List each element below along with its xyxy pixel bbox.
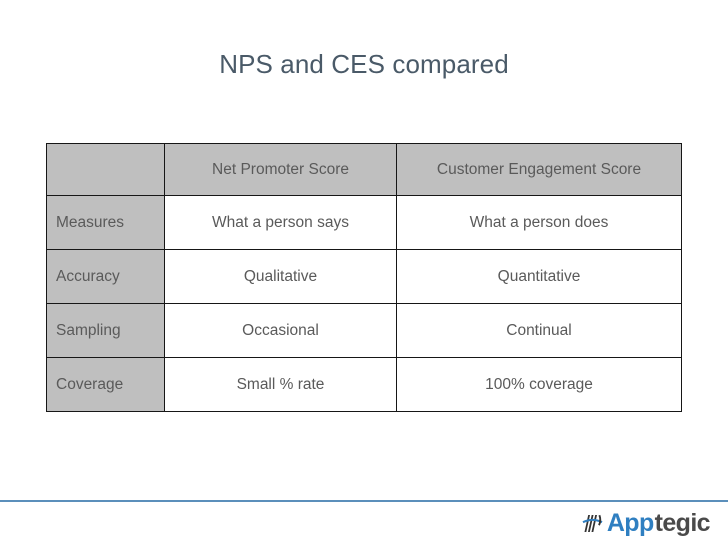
- brand-word-tegic: tegic: [654, 509, 711, 537]
- row-label-accuracy: Accuracy: [46, 249, 165, 304]
- cell-sampling-nps: Occasional: [164, 303, 397, 358]
- brand-word-app: App: [606, 509, 654, 537]
- brand-logo: App tegic: [580, 508, 711, 538]
- cell-measures-ces: What a person does: [396, 195, 682, 250]
- row-label-coverage: Coverage: [46, 357, 165, 412]
- table-header-row: Net Promoter Score Customer Engagement S…: [46, 143, 682, 196]
- table-row: Accuracy Qualitative Quantitative: [46, 249, 682, 304]
- table-row: Coverage Small % rate 100% coverage: [46, 357, 682, 412]
- cell-coverage-nps: Small % rate: [164, 357, 397, 412]
- footer-divider: [0, 500, 728, 502]
- page-title: NPS and CES compared: [219, 49, 509, 79]
- comparison-table: Net Promoter Score Customer Engagement S…: [46, 143, 682, 412]
- cell-sampling-ces: Continual: [396, 303, 682, 358]
- table-row: Sampling Occasional Continual: [46, 303, 682, 358]
- row-label-measures: Measures: [46, 195, 165, 250]
- table-corner-cell: [46, 143, 165, 196]
- cell-accuracy-ces: Quantitative: [396, 249, 682, 304]
- apptegic-stripes-icon: [582, 514, 603, 532]
- row-label-sampling: Sampling: [46, 303, 165, 358]
- cell-coverage-ces: 100% coverage: [396, 357, 682, 412]
- column-header-ces: Customer Engagement Score: [396, 143, 682, 196]
- cell-measures-nps: What a person says: [164, 195, 397, 250]
- table-row: Measures What a person says What a perso…: [46, 195, 682, 250]
- column-header-nps: Net Promoter Score: [164, 143, 397, 196]
- cell-accuracy-nps: Qualitative: [164, 249, 397, 304]
